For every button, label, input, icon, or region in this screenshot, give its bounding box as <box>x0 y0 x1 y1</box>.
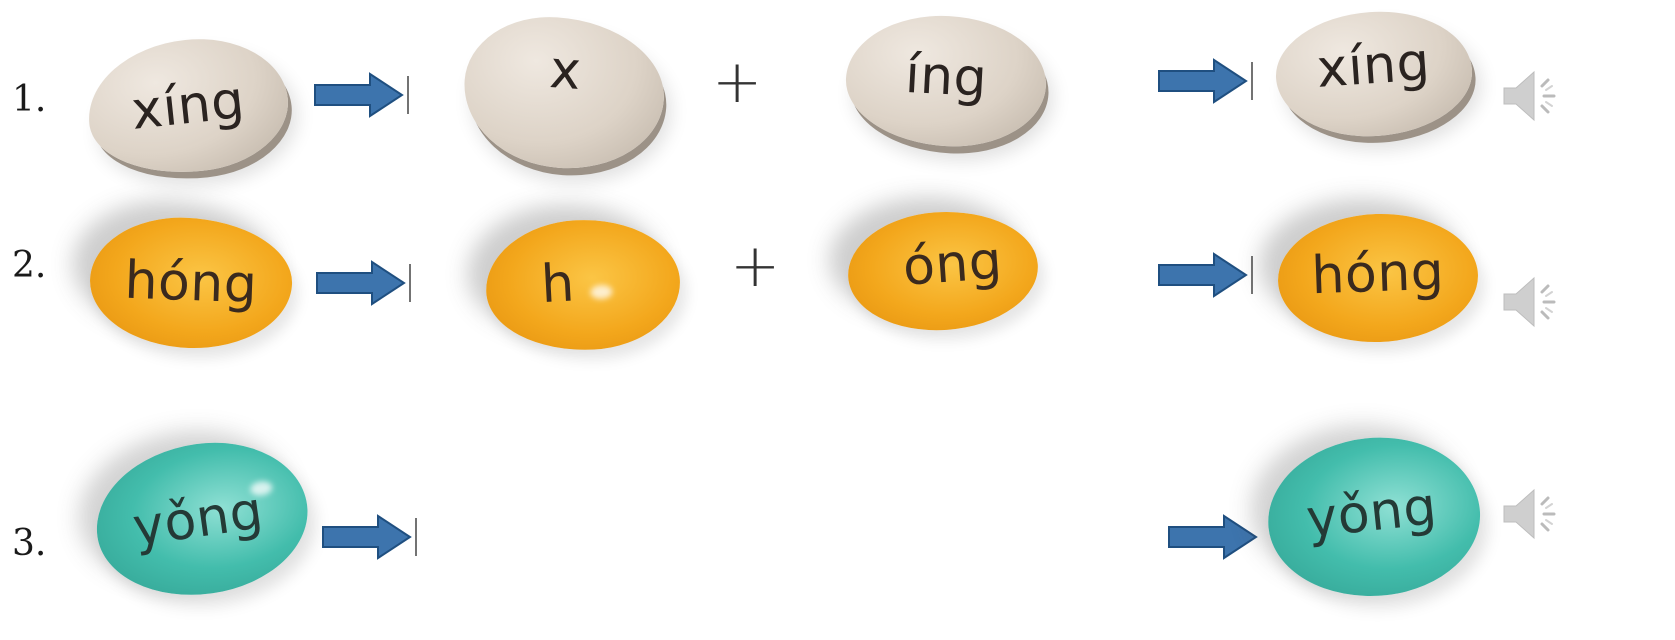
initial-bean-2: h <box>482 215 684 355</box>
syllable-text-2: hóng <box>123 250 259 316</box>
initial-text-1: x <box>547 40 584 103</box>
result-text-3: yǒng <box>1303 476 1440 550</box>
result-text-1: xíng <box>1314 32 1432 100</box>
syllable-bean-3: yǒng <box>86 429 318 609</box>
result-bean-3: yǒng <box>1260 427 1488 607</box>
result-text-2: hóng <box>1310 241 1446 307</box>
row-number-1: 1. <box>12 79 47 120</box>
arrow-right-icon <box>1168 514 1258 560</box>
arrow-right-icon <box>1158 252 1253 298</box>
speaker-icon[interactable] <box>1498 270 1562 334</box>
row-number-2: 2. <box>12 245 47 286</box>
result-bean-1: xíng <box>1271 5 1477 143</box>
syllable-text-1: xíng <box>128 70 248 142</box>
final-bean-1: íng <box>842 10 1050 152</box>
final-text-2: óng <box>900 230 1005 298</box>
row-number-3: 3. <box>12 523 47 564</box>
result-bean-2: hóng <box>1275 210 1481 346</box>
syllable-text-3: yǒng <box>129 480 267 559</box>
final-bean-2: óng <box>844 205 1042 337</box>
initial-bean-1: x <box>459 11 669 175</box>
arrow-right-icon <box>322 514 417 560</box>
bean-gloss <box>590 284 613 300</box>
plus-sign-1: + <box>712 47 763 117</box>
final-text-1: íng <box>903 44 989 110</box>
speaker-icon[interactable] <box>1498 482 1562 546</box>
plus-sign-2: + <box>730 231 781 301</box>
arrow-right-icon <box>1158 58 1253 104</box>
initial-text-2: h <box>539 253 577 316</box>
syllable-bean-1: xíng <box>81 29 295 183</box>
arrow-right-icon <box>314 72 409 118</box>
speaker-icon[interactable] <box>1498 64 1562 128</box>
arrow-right-icon <box>316 260 411 306</box>
syllable-bean-2: hóng <box>87 214 295 352</box>
